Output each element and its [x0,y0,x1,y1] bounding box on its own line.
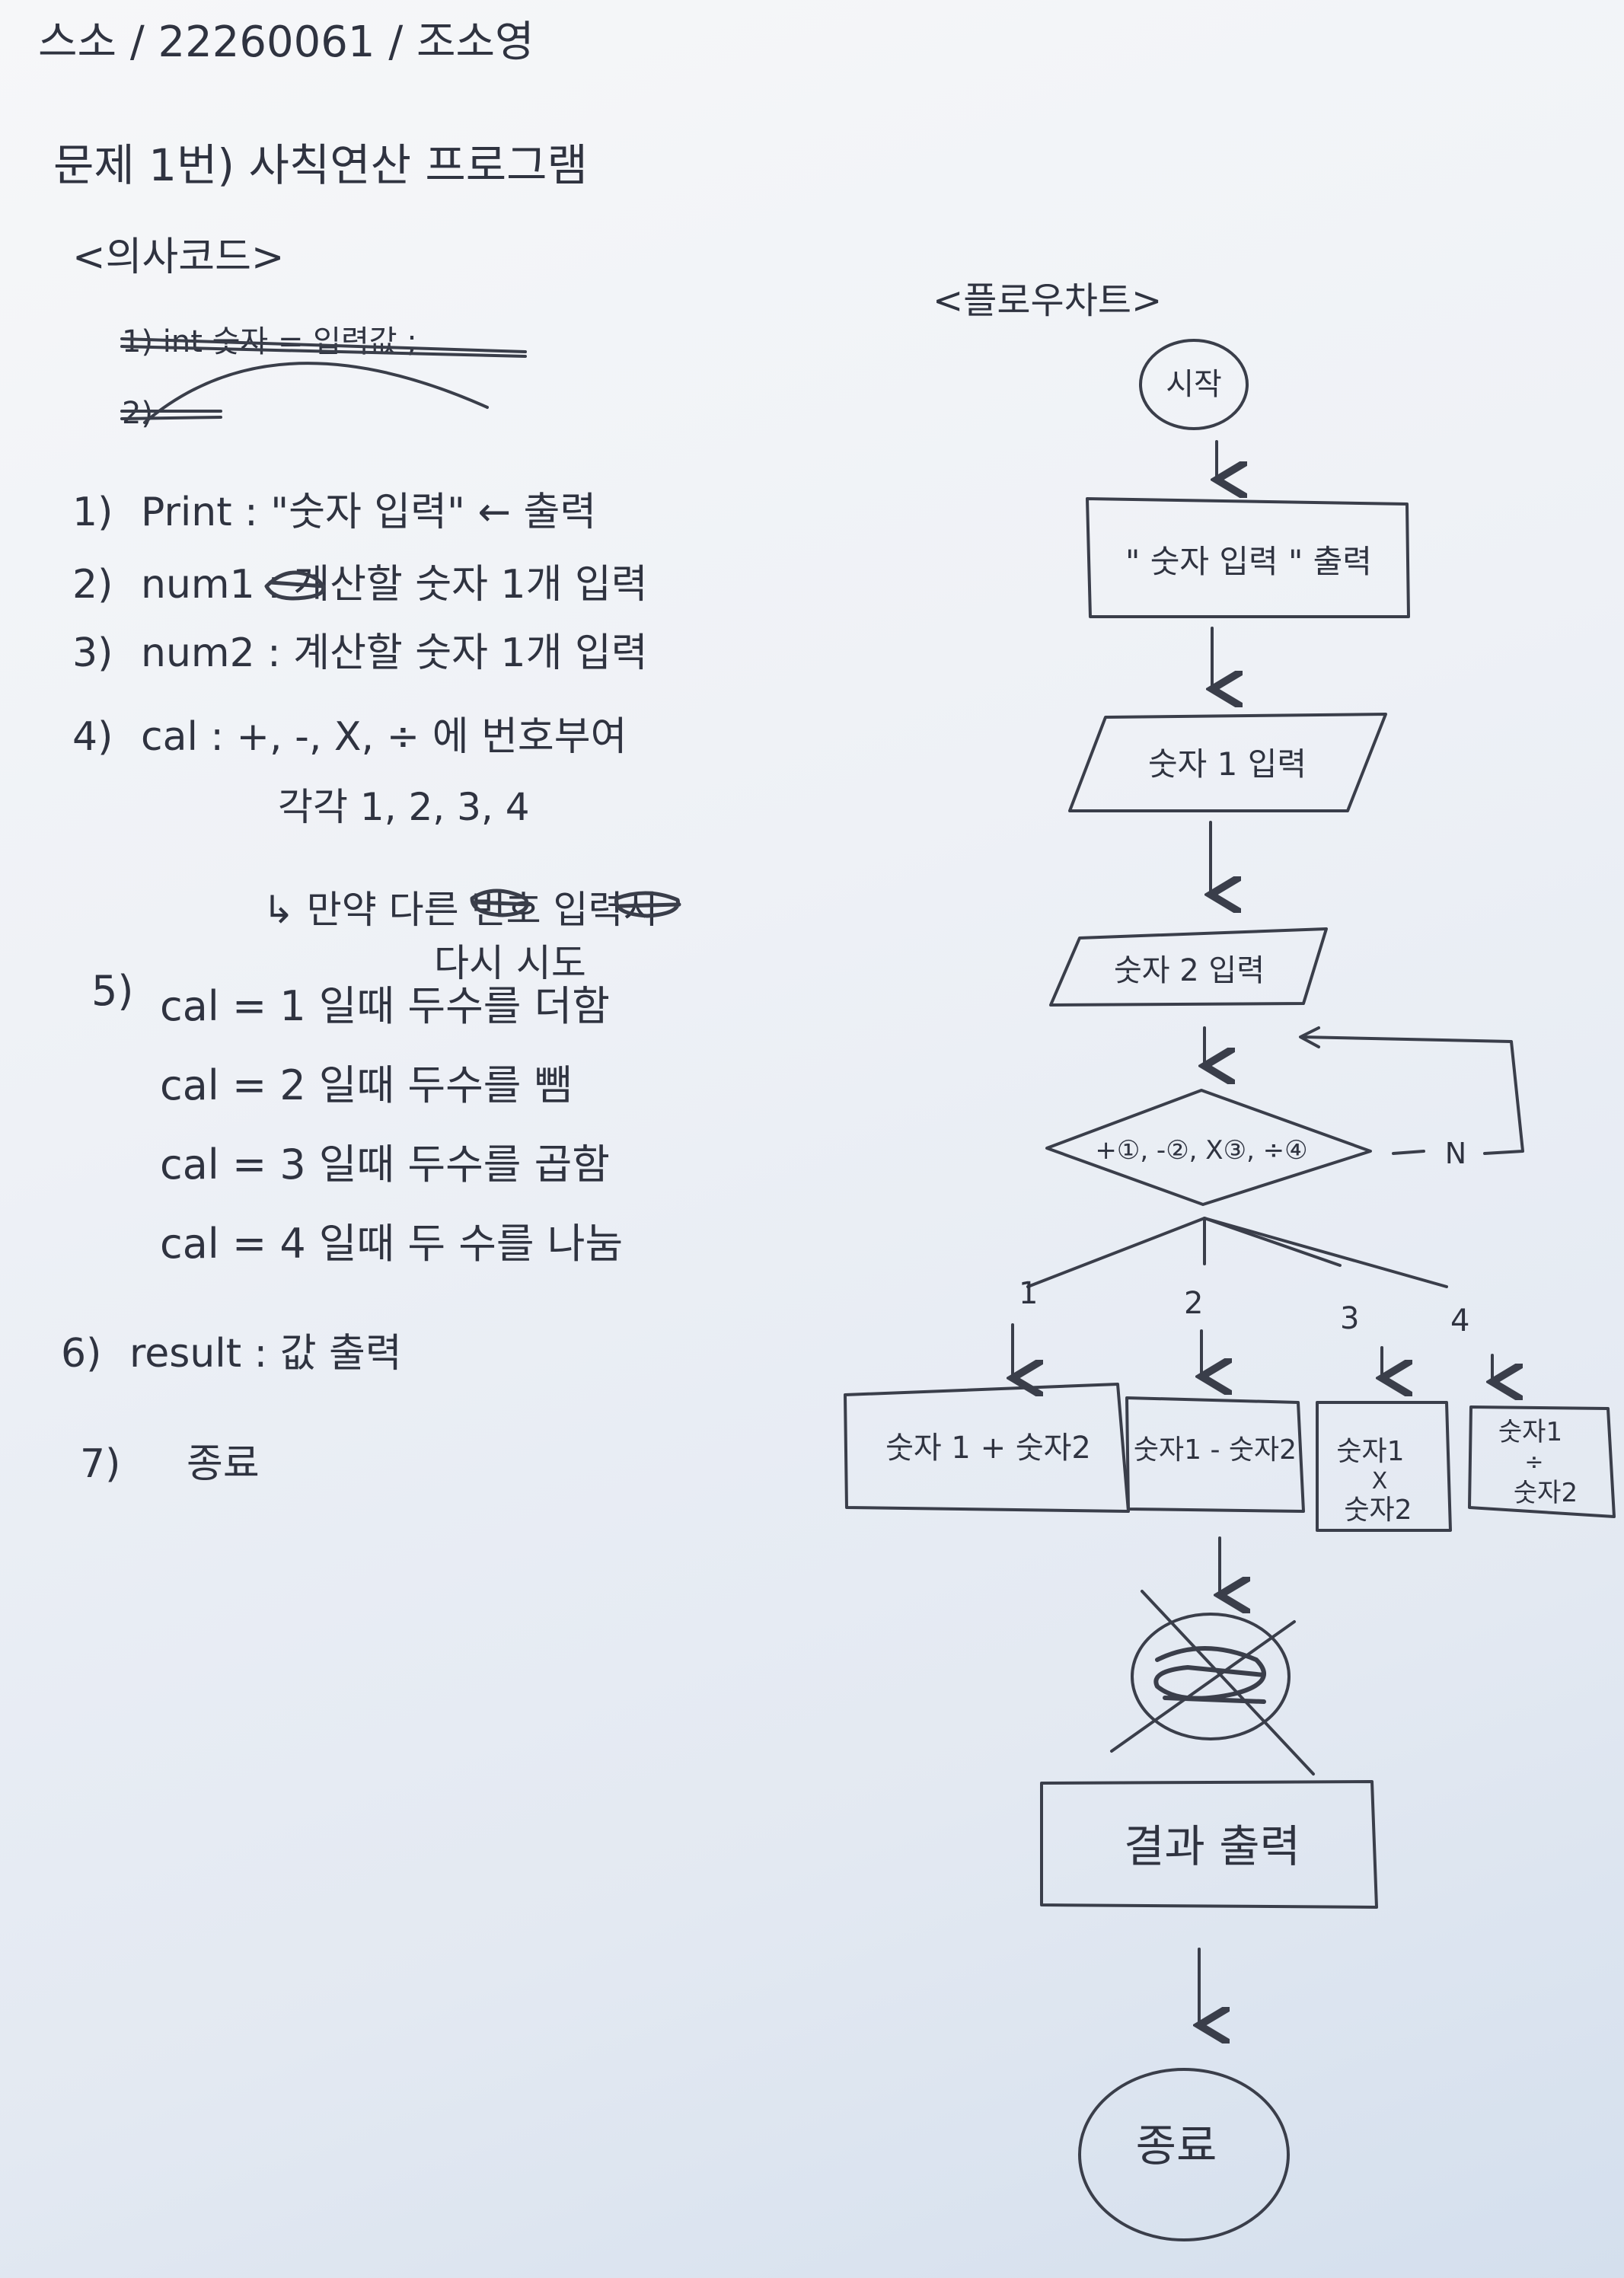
op-divide-line1: 숫자1 [1498,1417,1562,1447]
pseudocode-title: <의사코드> [72,234,285,280]
op-box-add: 숫자 1 + 숫자2 [844,1383,1130,1513]
flowchart-result-box: 결과 출력 [1040,1780,1378,1909]
branch-lines: 1 2 3 4 [1013,1217,1492,1382]
cal-case-1: cal = 1 일때 두수를 더함 [160,982,610,1030]
op-divide-line2: 숫자2 [1514,1478,1578,1508]
branch-label-4: 4 [1450,1303,1469,1338]
step4-note-line1: ↳ 만약 다른 번호 입력시 [263,888,659,932]
scribble-marks [264,570,681,918]
flowchart-decision: +①, -②, X③, ÷④ [1045,1089,1372,1206]
no-label: N [1445,1137,1466,1170]
cal-case-2: cal = 2 일때 두수를 뺌 [160,1061,573,1109]
flowchart-print-box: " 숫자 입력 " 출력 [1086,497,1410,618]
crossed-line-2: 2) [122,396,153,431]
cal-case-list: cal = 1 일때 두수를 더함 cal = 2 일때 두수를 뺌 cal =… [160,967,623,1284]
flowchart-input1: 숫자 1 입력 [1068,713,1387,812]
input1-label: 숫자 1 입력 [1148,745,1307,783]
cal-case-3: cal = 3 일때 두수를 곱함 [160,1141,610,1188]
op-multiply-line1: 숫자1 [1336,1436,1404,1467]
flowchart-end: 종료 [1078,2068,1290,2241]
op-add-label: 숫자 1 + 숫자2 [885,1431,1091,1466]
result-label: 결과 출력 [1124,1820,1300,1872]
step4-detail: 각각 1, 2, 3, 4 [278,785,530,829]
input2-label: 숫자 2 입력 [1114,953,1265,988]
start-label: 시작 [1166,367,1222,402]
loop-back-no: N [1299,1026,1524,1170]
cal-case-4: cal = 4 일때 두 수를 나눔 [160,1220,624,1268]
crossed-out-circle [1110,1590,1315,1776]
pseudo-step-5-number: 5) [91,967,134,1015]
op-box-divide: 숫자1 ÷ 숫자2 [1468,1405,1616,1518]
step4-note-line2: 다시 시도 [434,941,586,985]
pseudo-step-3: 3)num2 : 계산할 숫자 1개 입력 [72,630,648,676]
op-multiply-symbol: X [1372,1468,1388,1495]
end-label: 종료 [1136,2120,1217,2171]
op-multiply-line2: 숫자2 [1344,1495,1412,1526]
op-subtract-label: 숫자1 - 숫자2 [1134,1434,1297,1466]
crossed-out-lines: 1) int 숫자 = 입력값 ; 2) [120,324,527,431]
flowchart-input2: 숫자 2 입력 [1049,927,1328,1007]
pseudo-step-6: 6)result : 값 출력 [61,1331,402,1377]
op-box-subtract: 숫자1 - 숫자2 [1125,1396,1305,1513]
problem-title: 문제 1번) 사칙연산 프로그램 [53,139,588,191]
print-box-label: " 숫자 입력 " 출력 [1125,543,1372,580]
student-header: 스소 / 22260061 / 조소영 [38,18,534,67]
pseudo-step-7: 7)종료 [80,1441,260,1487]
flowchart-start: 시작 [1139,339,1249,430]
op-box-multiply: 숫자1 X 숫자2 [1316,1401,1452,1532]
branch-label-1: 1 [1019,1276,1038,1311]
flowchart-title: <플로우차트> [933,279,1163,322]
branch-label-2: 2 [1184,1286,1203,1321]
decision-label: +①, -②, X③, ÷④ [1095,1135,1307,1166]
pseudo-step-1: 1)Print : "숫자 입력" ← 출력 [72,490,597,535]
pseudo-step-4: 4)cal : +, -, X, ÷ 에 번호부여 [72,714,627,760]
pseudo-step-2: 2)num1 : 계산할 숫자 1개 입력 [72,562,648,608]
op-divide-symbol: ÷ [1524,1449,1543,1476]
crossed-line-1: 1) int 숫자 = 입력값 ; [122,324,417,359]
branch-label-3: 3 [1340,1301,1359,1336]
